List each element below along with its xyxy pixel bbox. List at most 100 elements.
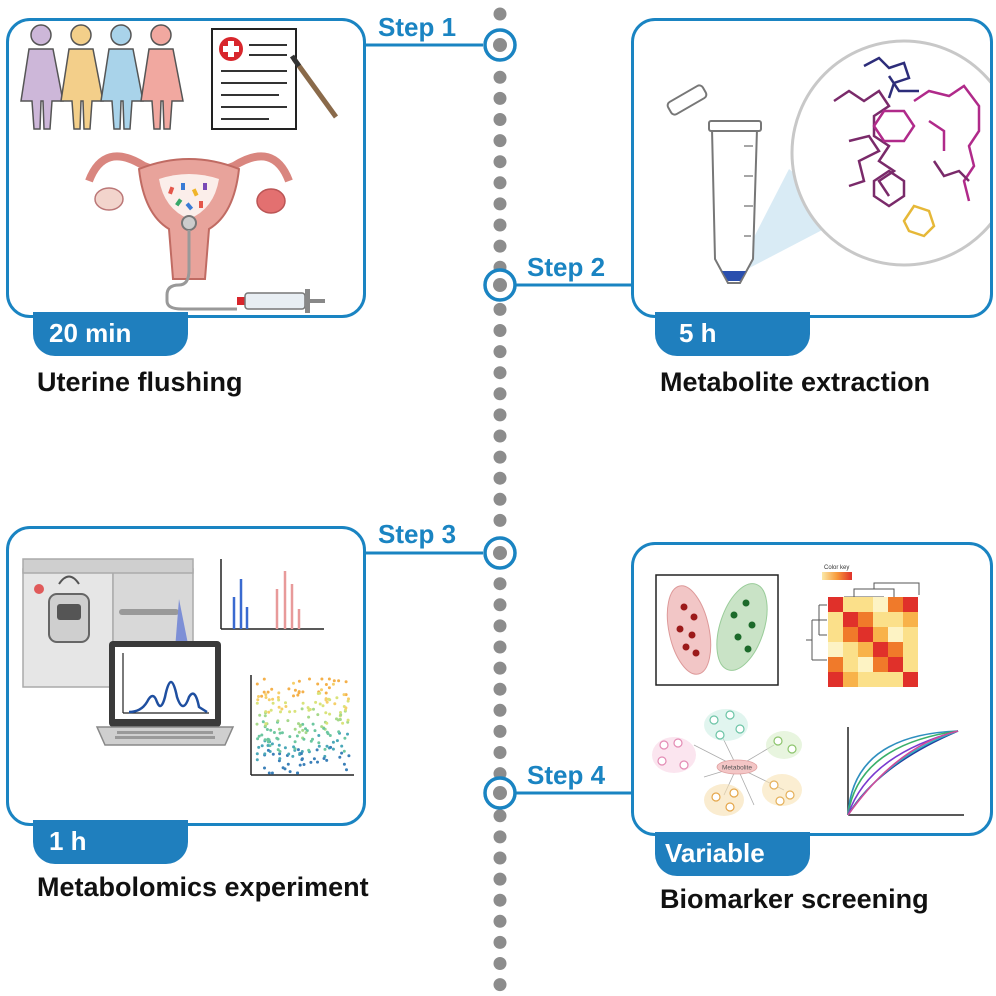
scatter-dot <box>308 708 312 711</box>
heatmap-icon: Color key <box>806 565 920 687</box>
heatmap-cell <box>858 672 873 687</box>
scatter-dot <box>271 701 275 705</box>
scatter-dot <box>318 702 322 706</box>
scatter-dot <box>320 725 324 729</box>
heatmap-cell <box>888 672 903 687</box>
scatter-dot <box>317 741 321 745</box>
timeline-dot <box>493 134 507 148</box>
scatter-dot <box>295 734 299 738</box>
women-icon <box>20 24 184 130</box>
scatter-dot <box>288 735 292 739</box>
timeline-dot <box>493 324 507 337</box>
scatter-dot <box>347 697 350 701</box>
timeline-dot <box>493 429 507 443</box>
scatter-dot <box>278 750 282 753</box>
scatter-dot <box>300 758 304 762</box>
heatmap-cell <box>903 612 918 627</box>
heatmap-cell <box>888 642 903 657</box>
scatter-dot <box>312 707 315 711</box>
scatter-dot <box>257 695 260 698</box>
step-2-caption: Metabolite extraction <box>660 367 931 397</box>
step-2-duration: 5 h <box>679 318 717 348</box>
heatmap-cell <box>843 612 858 627</box>
scatter-dot <box>304 727 307 731</box>
scatter-dot <box>324 683 328 686</box>
heatmap-cell <box>828 627 843 642</box>
scatter-dot <box>327 697 331 701</box>
step-4-label: Step 4 <box>527 760 606 790</box>
scatter-dot <box>288 770 292 774</box>
network-center-label: Metabolite <box>722 765 752 772</box>
step-4-card: Color key <box>631 542 993 836</box>
heatmap-cell <box>873 672 888 687</box>
scatter-dot <box>331 740 335 744</box>
uterus-icon <box>85 152 325 313</box>
scatter-dot <box>298 763 302 767</box>
scatter-dot <box>335 739 339 743</box>
heatmap-key-label: Color key <box>824 565 849 571</box>
scatter-dot <box>260 744 264 748</box>
network-icon: Metabolite <box>652 709 802 816</box>
scatter-dot <box>332 679 336 683</box>
scatter-dot <box>260 694 264 698</box>
scatter-dot <box>281 766 285 770</box>
pca-plot-icon <box>655 574 779 686</box>
medical-record-icon <box>211 28 339 130</box>
scatter-dot <box>292 694 295 698</box>
heatmap-cell <box>843 627 858 642</box>
scatter-dot <box>317 744 321 748</box>
scatter-dot <box>335 717 338 721</box>
step-2-duration-badge: 5 h <box>655 312 810 356</box>
scatter-dot <box>262 690 266 694</box>
scatter-dot <box>276 719 280 723</box>
heatmap-cell <box>828 657 843 672</box>
scatter-dot <box>264 710 268 714</box>
scatter-dot <box>302 737 306 741</box>
timeline-dot <box>493 914 507 928</box>
step-3-duration: 1 h <box>49 826 87 856</box>
scatter-dot <box>327 686 331 690</box>
scatter-dot <box>261 720 265 724</box>
scatter-dot <box>341 721 345 725</box>
scatter-dot <box>345 768 348 772</box>
scatter-dot <box>292 745 296 749</box>
molecule-magnifier <box>790 39 990 267</box>
scatter-dot <box>263 766 266 770</box>
heatmap-cell <box>903 642 918 657</box>
scatter-dot <box>271 752 275 756</box>
timeline-dot <box>493 661 507 675</box>
scatter-dot <box>262 677 266 681</box>
timeline-dot <box>493 809 507 823</box>
scatter-dot <box>337 730 341 734</box>
scatter-dot <box>288 710 292 714</box>
heatmap-cell <box>843 642 858 657</box>
scatter-dot <box>325 744 329 748</box>
timeline-dot <box>493 239 507 253</box>
scatter-dot <box>287 752 291 756</box>
scatter-dot <box>276 737 280 741</box>
scatter-dot <box>342 762 346 766</box>
scatter-dot <box>284 701 287 705</box>
scatter-dot <box>307 715 311 719</box>
timeline-dot <box>493 703 507 717</box>
timeline-dot <box>493 91 507 105</box>
step-3-duration-badge: 1 h <box>33 820 188 864</box>
scatter-dot <box>264 696 268 699</box>
heatmap-cell <box>858 597 873 612</box>
scatter-dot <box>333 702 337 706</box>
timeline-dot <box>493 577 507 591</box>
step-1-label: Step 1 <box>378 12 457 42</box>
heatmap-cell <box>873 597 888 612</box>
scatter-dot <box>308 677 311 681</box>
scatter-dot <box>293 740 297 744</box>
scatter-dot <box>258 713 262 717</box>
scatter-dot <box>263 714 267 718</box>
timeline-dot <box>493 366 507 380</box>
scatter-dot <box>266 744 270 747</box>
mass-spectrum-icon <box>220 559 324 630</box>
scatter-dot <box>300 707 304 711</box>
scatter-dot <box>301 722 305 726</box>
heatmap-cell <box>873 642 888 657</box>
scatter-dot <box>266 748 270 752</box>
